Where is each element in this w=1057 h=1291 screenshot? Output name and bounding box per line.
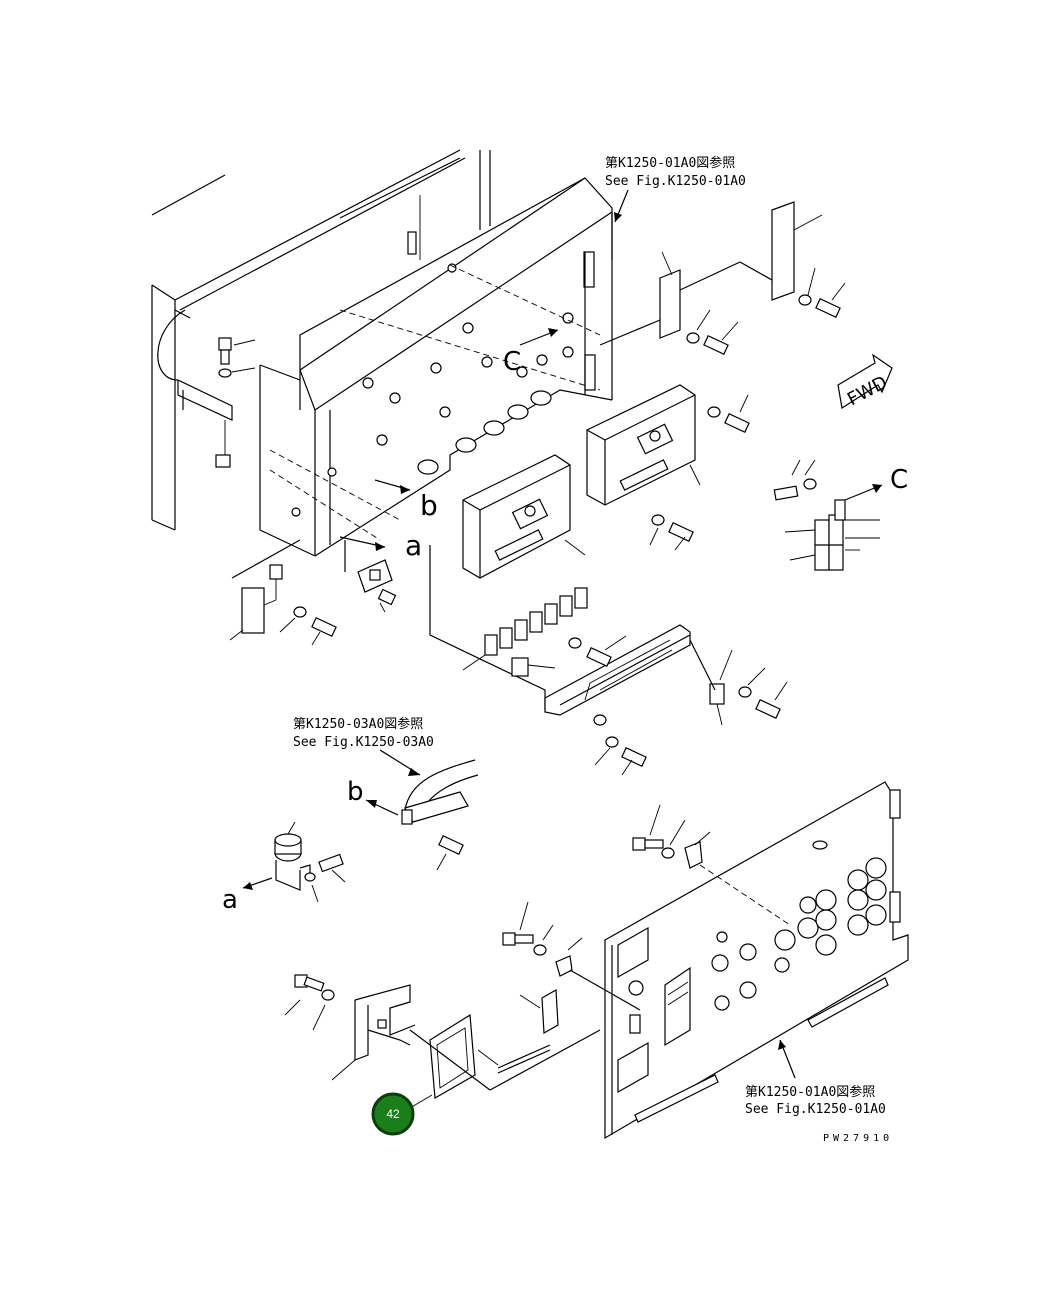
callout-number: 42 xyxy=(386,1107,400,1121)
reference-middle: 第K1250-03A0図参照 See Fig.K1250-03A0 xyxy=(293,716,434,776)
bolt-set-lower xyxy=(502,901,641,1011)
relay-bracket xyxy=(429,545,788,776)
view-letter-b-upper: b xyxy=(420,489,438,522)
view-letter-c-left: C xyxy=(503,347,521,377)
view-arrow-c: C xyxy=(503,328,559,377)
reference-middle-en: See Fig.K1250-03A0 xyxy=(293,735,434,750)
bolt-set-boxes xyxy=(649,394,750,551)
cable-tie xyxy=(477,1044,551,1074)
reference-bottom-en: See Fig.K1250-01A0 xyxy=(745,1102,886,1117)
panel-gauges xyxy=(628,840,887,1011)
view-letter-b-lower: b xyxy=(347,777,364,807)
buzzer-left xyxy=(229,539,337,646)
reference-top: 第K1250-01A0図参照 See Fig.K1250-01A0 xyxy=(605,155,746,223)
mounting-bracket xyxy=(284,974,601,1109)
relay-cluster-c: C xyxy=(773,459,908,571)
fwd-arrow: FWD xyxy=(837,353,893,410)
reference-middle-jp: 第K1250-03A0図参照 xyxy=(293,716,423,732)
relay-row xyxy=(484,587,588,656)
reference-top-en: See Fig.K1250-01A0 xyxy=(605,174,746,189)
upper-frame xyxy=(151,149,613,557)
hinge-plates xyxy=(599,201,846,355)
view-letter-a-lower: a xyxy=(222,885,238,915)
console-holes xyxy=(291,263,574,517)
lamp-assembly: a xyxy=(222,821,346,915)
small-relay xyxy=(344,540,397,613)
controller-box-right xyxy=(586,384,701,506)
callout-marker[interactable]: 42 xyxy=(371,1092,415,1136)
reference-bottom: 第K1250-01A0図参照 See Fig.K1250-01A0 xyxy=(745,1039,886,1117)
bolt-set-left xyxy=(218,337,256,378)
rocker-switch xyxy=(519,988,559,1035)
drawing-code: PW27910 xyxy=(823,1133,893,1144)
lower-panel xyxy=(604,781,909,1140)
bolt-set-panel xyxy=(632,804,711,869)
view-letter-c-right: C xyxy=(890,465,908,495)
controller-box-left xyxy=(462,454,586,579)
reference-bottom-jp: 第K1250-01A0図参照 xyxy=(745,1084,875,1100)
view-letter-a-upper: a xyxy=(405,529,422,562)
view-arrows-ab-upper: b a xyxy=(339,479,438,562)
harness-connector: b xyxy=(347,759,479,871)
reference-top-jp: 第K1250-01A0図参照 xyxy=(605,155,735,171)
